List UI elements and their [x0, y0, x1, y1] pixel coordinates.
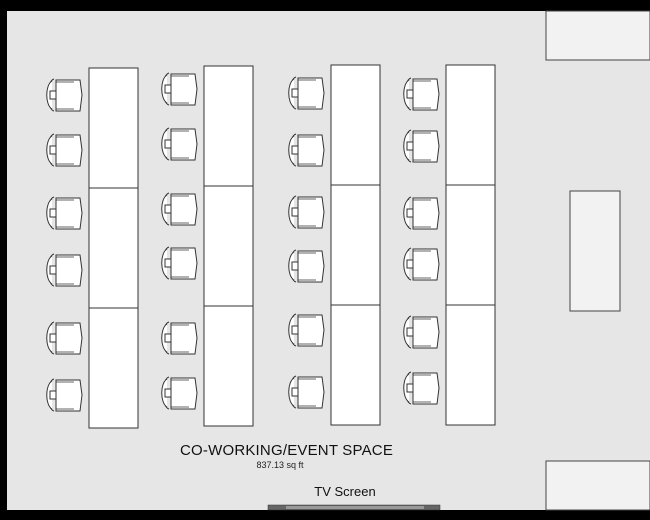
counter-top-right — [545, 10, 650, 61]
tv-screen — [267, 504, 441, 511]
table — [88, 307, 139, 429]
table — [203, 305, 254, 427]
table — [445, 304, 496, 426]
table — [330, 184, 381, 306]
table — [203, 185, 254, 307]
table — [330, 64, 381, 186]
tables-column-1 — [88, 67, 139, 429]
tv-screen-panel — [286, 506, 424, 509]
tables-column-4 — [445, 64, 496, 426]
side-table — [569, 190, 621, 312]
table — [88, 187, 139, 309]
tv-screen-label: TV Screen — [314, 484, 376, 499]
tables-column-3 — [330, 64, 381, 426]
room-title: CO-WORKING/EVENT SPACE — [180, 442, 394, 459]
counter-bottom-right — [545, 460, 650, 511]
table — [330, 304, 381, 426]
table — [203, 65, 254, 187]
table — [88, 67, 139, 189]
tables-column-2 — [203, 65, 254, 427]
table — [445, 184, 496, 306]
room-area: 837.13 sq ft — [256, 460, 304, 470]
table — [445, 64, 496, 186]
